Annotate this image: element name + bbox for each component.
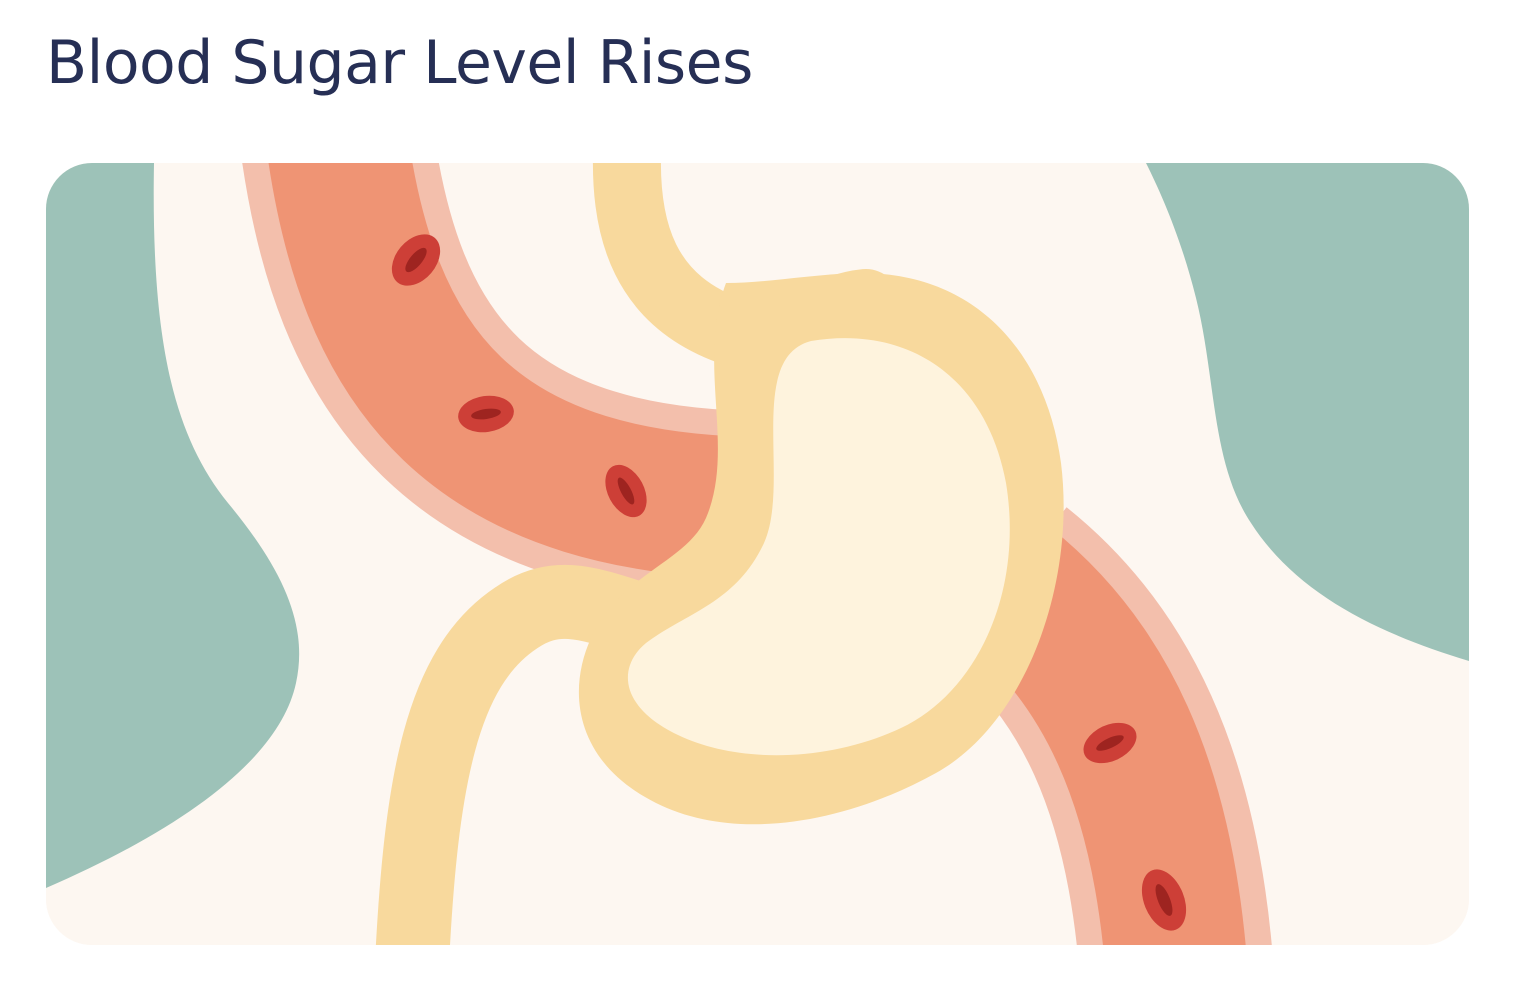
stomach-blood-vessel-illustration (46, 163, 1469, 945)
blood-cell (1141, 869, 1187, 931)
blood-cell (1083, 722, 1137, 764)
stomach-illustration-card (46, 163, 1469, 945)
vessel-upper-inner (268, 163, 788, 580)
blood-cell (605, 464, 647, 518)
red-blood-cells (391, 234, 1187, 931)
blood-cell (458, 395, 514, 433)
teal-right-shape (1146, 163, 1469, 661)
blood-cell (391, 234, 441, 286)
page-title: Blood Sugar Level Rises (46, 28, 753, 98)
teal-left-shape (46, 163, 300, 888)
stomach (375, 163, 1064, 945)
stomach-inner (627, 338, 1010, 756)
